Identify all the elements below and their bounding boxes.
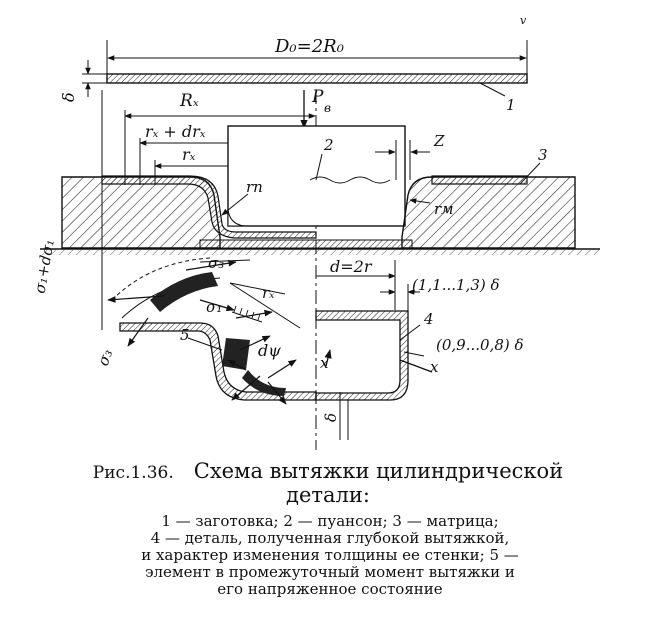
label-thick-11-13: (1,1...1,3) δ [412, 276, 500, 294]
caption-title-line2: детали: [286, 483, 370, 507]
label-rx: Rₓ [179, 91, 199, 111]
d0-dimension [106, 40, 528, 74]
legend-line-2: 4 — деталь, полученная глубокой вытяжкой… [150, 529, 510, 547]
drawn-cup-part-4 [315, 310, 409, 401]
label-sigma1: σ₁ [206, 298, 222, 316]
delta-dimension-top [82, 60, 107, 97]
label-sigma3-bottom: σ₃ [94, 347, 116, 368]
label-x-right: x [430, 358, 439, 376]
lower-radius-leaders [199, 259, 301, 329]
label-part-4: 4 [423, 310, 434, 328]
leaders-upper [221, 153, 541, 216]
label-r-x-lower: rₓ [262, 284, 275, 302]
label-d-2r: d=2r [330, 257, 373, 276]
caption-legend: 1 — заготовка; 2 — пуансон; 3 — матрица;… [60, 513, 600, 598]
leader-part-1 [479, 82, 506, 97]
blank-part-1 [106, 73, 528, 84]
legend-line-3: и характер изменения толщины ее стенки; … [141, 546, 519, 564]
label-rx-drx: rₓ + drₓ [145, 122, 206, 141]
diameter-dimension [316, 260, 396, 310]
upper-wall-thickness-dim [380, 284, 420, 312]
blank-in-die [101, 175, 528, 249]
section-markers [324, 349, 433, 373]
deep-drawing-diagram: D₀=2R₀ δ 1 Rₓ P в rₓ + drₓ rₓ 2 Z 3 rп r… [31, 14, 600, 450]
label-part-5: 5 [180, 326, 190, 344]
label-thick-09-08: (0,9...0,8) δ [436, 336, 524, 354]
label-r-x: rₓ [182, 145, 196, 164]
figure-number: Рис.1.36. [92, 463, 174, 483]
label-corner-mark: v [520, 14, 527, 27]
label-delta-top: δ [59, 92, 78, 102]
label-part-3: 3 [538, 146, 548, 164]
label-x-left: x [320, 354, 329, 372]
leaders-lower [187, 324, 425, 357]
stress-element [111, 257, 286, 396]
intermediate-element-part-5 [119, 322, 317, 401]
caption-title: Рис.1.36. Схема вытяжки цилиндрической [0, 458, 656, 486]
label-rm: rм [434, 200, 454, 218]
label-part-2: 2 [323, 136, 334, 154]
label-sigma1-dsigma1: σ₁+dσ₁ [31, 238, 58, 295]
legend-line-1: 1 — заготовка; 2 — пуансон; 3 — матрица; [161, 512, 499, 530]
label-d0: D₀=2R₀ [274, 36, 344, 57]
delta-dimension-bottom [339, 392, 349, 440]
clearance-z-dimension [375, 140, 430, 180]
caption-title-second: детали: [0, 482, 656, 508]
label-part-1: 1 [506, 96, 516, 114]
label-z: Z [433, 132, 445, 150]
label-rp: rп [246, 178, 263, 196]
stress-arrows [107, 259, 297, 405]
label-dpsi: dψ [258, 341, 281, 360]
legend-line-4: элемент в промежуточный момент вытяжки и [145, 563, 515, 581]
label-sigma3-top: σ₃ [208, 254, 224, 272]
caption-title-line1: Схема вытяжки цилиндрической [193, 459, 564, 483]
label-pv-sub: в [324, 101, 331, 115]
ground-line [40, 248, 600, 255]
label-pv: P [311, 87, 324, 107]
label-delta-bottom: δ [322, 413, 340, 422]
legend-line-5: его напряженное состояние [217, 580, 443, 598]
